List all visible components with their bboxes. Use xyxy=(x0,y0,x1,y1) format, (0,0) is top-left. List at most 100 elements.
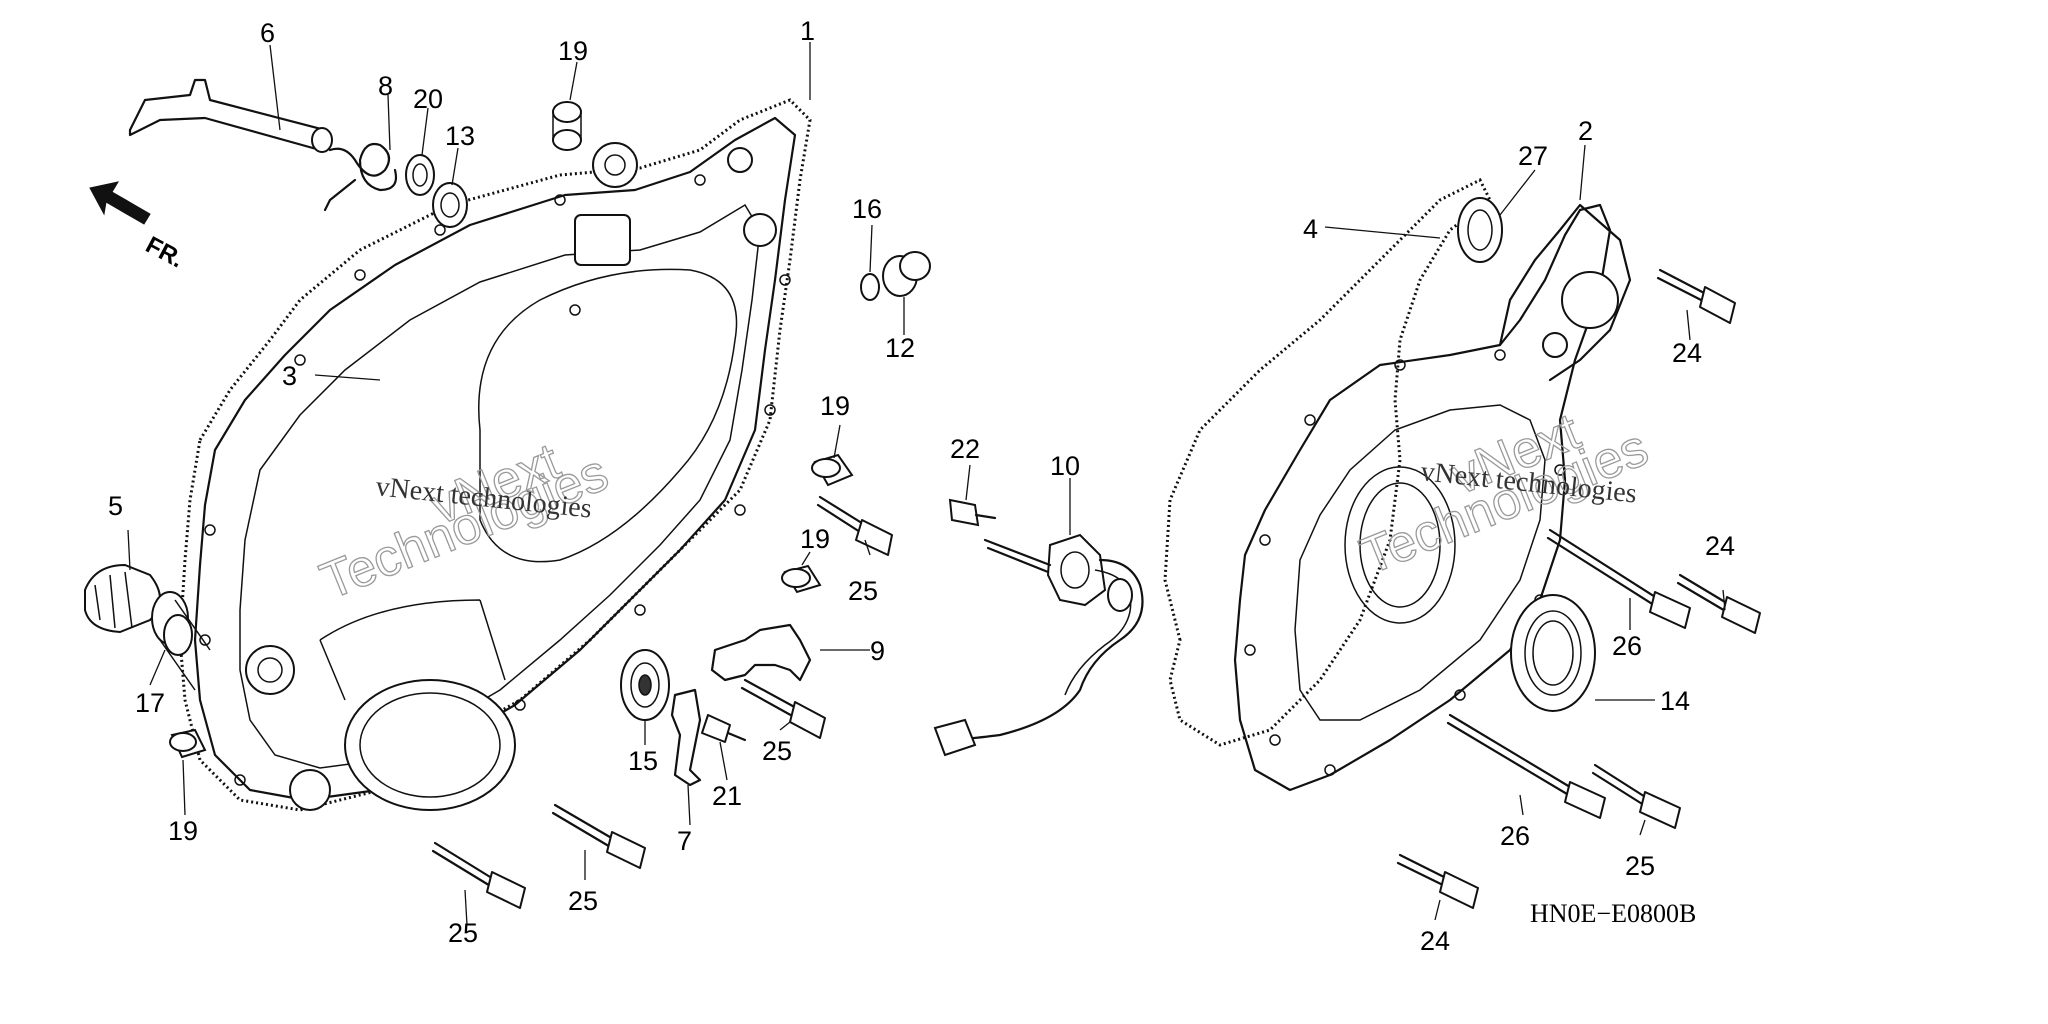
callout-10: 10 xyxy=(1050,451,1080,481)
callout-12: 12 xyxy=(885,333,915,363)
right-gasket xyxy=(1163,177,1492,747)
callout-27: 27 xyxy=(1518,141,1548,171)
left-crankcase-cover xyxy=(178,98,812,812)
callout-24-top: 24 xyxy=(1672,338,1702,368)
dowel-pin-mid xyxy=(811,453,854,487)
cover-bolt-holes xyxy=(199,174,791,786)
callout-22: 22 xyxy=(950,434,980,464)
callout-19-left: 19 xyxy=(168,816,198,846)
plug-12 xyxy=(882,251,931,297)
cover-outline xyxy=(193,116,797,802)
callout-2: 2 xyxy=(1578,116,1593,146)
oil-seal-14 xyxy=(1510,594,1596,712)
oil-seal-13 xyxy=(432,182,468,228)
callout-1: 1 xyxy=(800,16,815,46)
callout-19-top: 19 xyxy=(558,36,588,66)
callout-19-mid-lower: 19 xyxy=(800,524,830,554)
front-direction-arrow: FR. xyxy=(89,181,188,273)
bearing-27 xyxy=(1457,197,1503,263)
callout-numbers: 1 2 3 4 5 6 7 8 9 10 12 13 14 15 16 17 1… xyxy=(108,16,1735,956)
cover-boss-lower xyxy=(289,769,331,811)
right-cover-opening-inner xyxy=(1359,482,1441,608)
callout-17: 17 xyxy=(135,688,165,718)
bolt-25-lower-mid xyxy=(551,803,646,869)
bracket-9 xyxy=(710,623,812,682)
cover-cylinder-boss-outer xyxy=(344,679,516,811)
callout-24-bottom: 24 xyxy=(1420,926,1450,956)
callout-26-upper: 26 xyxy=(1612,631,1642,661)
washer-20 xyxy=(405,154,435,196)
dowel-pin-mid-lower xyxy=(781,564,822,594)
callout-25-right: 25 xyxy=(1625,851,1655,881)
right-cover-bolt-holes xyxy=(1244,349,1566,776)
cover-boss-left-inner xyxy=(257,657,283,683)
bolt-24-mid-right xyxy=(1676,573,1761,634)
leader-lines xyxy=(127,42,1726,926)
callout-26-lower: 26 xyxy=(1500,821,1530,851)
bolt-25-mid xyxy=(816,495,893,556)
right-cover xyxy=(1163,177,1632,792)
callout-19-mid: 19 xyxy=(820,391,850,421)
callout-3: 3 xyxy=(282,361,297,391)
cover-boss-3 xyxy=(727,147,753,173)
callout-4: 4 xyxy=(1303,214,1318,244)
oil-seal-13-inner xyxy=(440,192,460,218)
sensor-10 xyxy=(933,533,1144,757)
callout-15: 15 xyxy=(628,746,658,776)
bolt-25-lower-left xyxy=(431,841,526,909)
bolt-21 xyxy=(701,714,747,743)
bolt-26-upper xyxy=(1546,528,1691,629)
right-cover-inner-rim xyxy=(1294,404,1546,721)
cover-boss-2 xyxy=(743,213,777,247)
bolt-24-lower xyxy=(1396,853,1479,909)
callout-5: 5 xyxy=(108,491,123,521)
direction-label: FR. xyxy=(141,231,188,273)
callout-25-center: 25 xyxy=(762,736,792,766)
watermark-left: vNext Technologies vNext technologies xyxy=(312,432,616,612)
washer-16 xyxy=(860,273,880,301)
callout-25-lower-mid: 25 xyxy=(568,886,598,916)
bolt-24-top-right xyxy=(1656,268,1736,324)
cover-cylinder-boss-inner xyxy=(359,692,501,798)
callout-13: 13 xyxy=(445,121,475,151)
right-cover-tower xyxy=(1498,203,1632,382)
callout-25-lower-left: 25 xyxy=(448,918,478,948)
callout-20: 20 xyxy=(413,84,443,114)
cover-cylinder-body xyxy=(319,599,506,701)
arrow-icon xyxy=(89,181,151,225)
callout-14: 14 xyxy=(1660,686,1690,716)
shift-shaft xyxy=(128,78,333,153)
cover-boss-upper xyxy=(592,142,638,188)
bolt-22 xyxy=(948,498,997,527)
return-spring xyxy=(323,142,398,212)
cover-oval-opening xyxy=(478,268,738,563)
cover-tab-top xyxy=(574,214,631,266)
watermark-right: vNext Technologies vNext technologies xyxy=(1352,402,1656,587)
drawing-code: HN0E−E0800B xyxy=(1530,899,1696,928)
right-cover-outline xyxy=(1233,203,1612,792)
right-cover-opening xyxy=(1344,466,1456,624)
callout-16: 16 xyxy=(852,194,882,224)
callout-25-mid: 25 xyxy=(848,576,878,606)
washer-20-inner xyxy=(412,163,428,187)
callout-21: 21 xyxy=(712,781,742,811)
bearing-15 xyxy=(620,649,670,721)
bolt-25-right xyxy=(1591,763,1681,829)
right-cover-tower-boss xyxy=(1561,271,1619,329)
connector-plug xyxy=(933,718,977,757)
callout-9: 9 xyxy=(870,636,885,666)
callout-6: 6 xyxy=(260,18,275,48)
bolt-26-lower xyxy=(1446,713,1606,819)
cover-boss-left xyxy=(245,645,295,695)
dowel-pin-left xyxy=(169,728,207,759)
bolt-25-center xyxy=(740,678,826,739)
cover-inner-rim xyxy=(239,203,761,769)
callout-8: 8 xyxy=(378,71,393,101)
cover-boss-upper-inner xyxy=(604,154,626,176)
callout-7: 7 xyxy=(677,826,692,856)
right-cover-small-boss xyxy=(1542,332,1568,358)
dowel-pin-top xyxy=(552,101,582,151)
callout-24-mid: 24 xyxy=(1705,531,1735,561)
o-ring-17 xyxy=(163,614,193,656)
